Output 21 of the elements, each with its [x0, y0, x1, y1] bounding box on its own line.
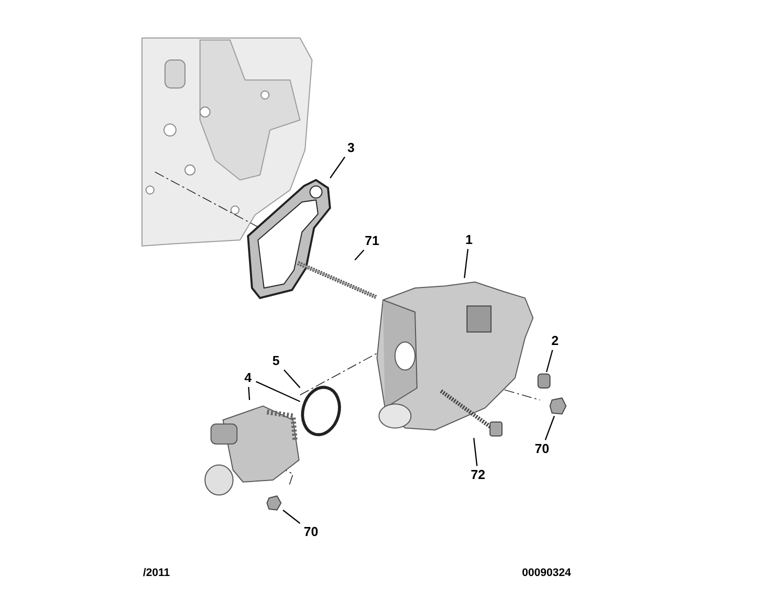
- drawing-reference-number: 00090324: [522, 566, 571, 580]
- leader-line: [248, 386, 250, 400]
- callout-number: 70: [302, 523, 320, 541]
- callout-number: 4: [243, 369, 253, 387]
- leader-line: [354, 250, 364, 260]
- leader-line: [473, 438, 478, 466]
- callout-number: 71: [364, 232, 380, 250]
- leader-line: [284, 370, 300, 388]
- date-code: /2011: [143, 566, 170, 580]
- callout-number: 2: [550, 332, 560, 350]
- leader-line: [464, 248, 468, 278]
- callout-number: 3: [346, 139, 356, 157]
- callout-number: 72: [470, 466, 486, 484]
- leader-line: [330, 156, 346, 178]
- callout-number: 5: [271, 352, 281, 370]
- callout-number: 1: [464, 231, 474, 249]
- callout-number: 70: [534, 440, 550, 458]
- leader-line: [544, 416, 555, 440]
- leader-line: [546, 350, 554, 372]
- leader-line: [256, 381, 300, 402]
- leader-line: [282, 510, 300, 524]
